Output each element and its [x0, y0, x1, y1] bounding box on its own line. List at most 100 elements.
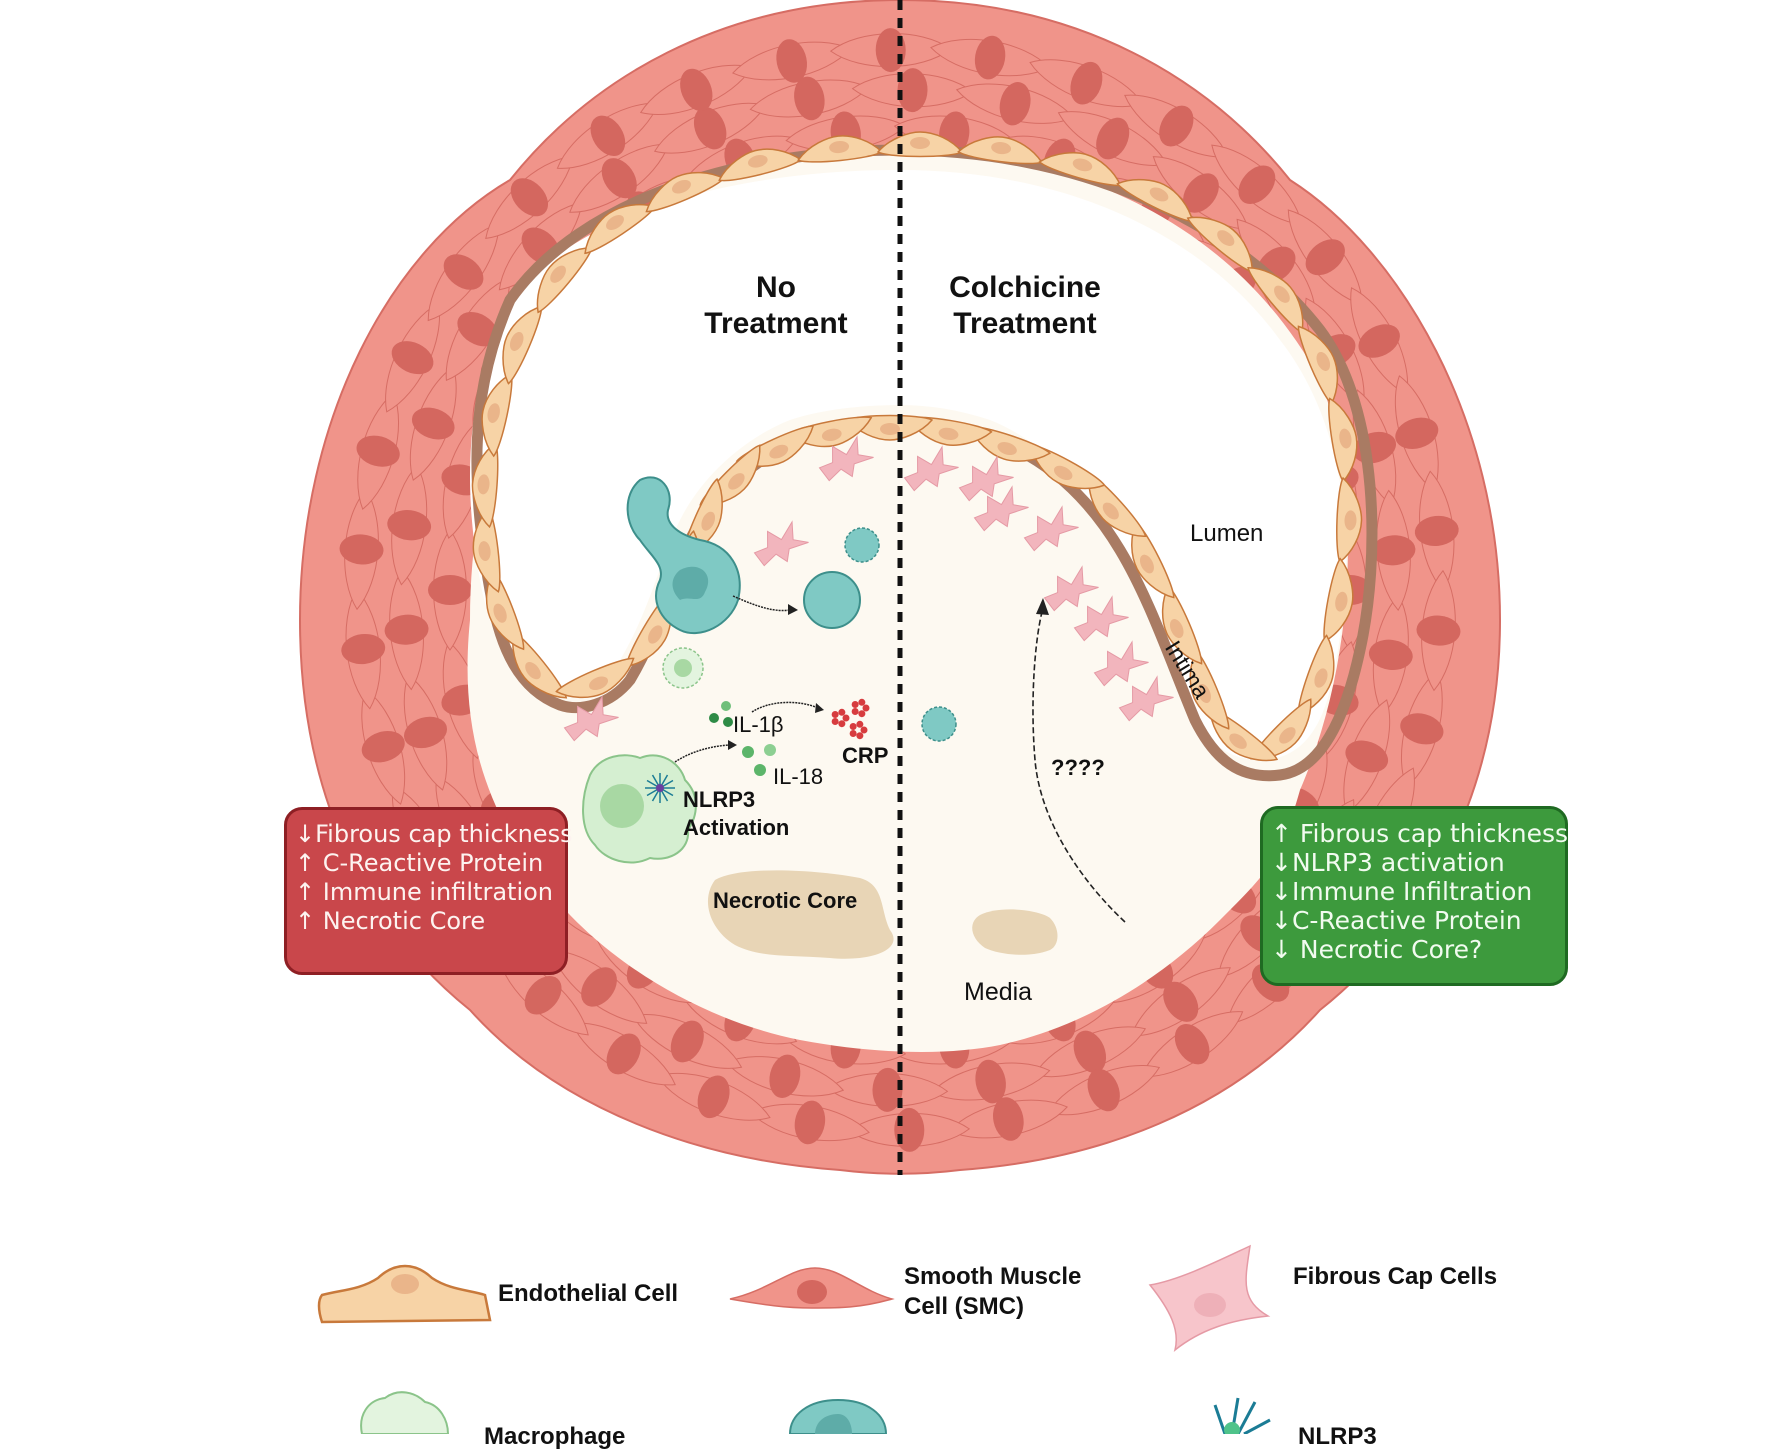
- monocyte-icon: [788, 1398, 888, 1435]
- smooth-muscle-cell: [384, 569, 429, 691]
- arrowhead: [1036, 598, 1049, 615]
- macrophage-icon: [360, 1391, 450, 1435]
- endothelial-cell: [1038, 152, 1122, 187]
- fibrous-cap-cell-icon: [1148, 1244, 1271, 1352]
- nlrp3-core: [656, 784, 664, 792]
- smooth-muscle-cell: [653, 102, 767, 154]
- fibrous-cap-cells: [563, 435, 1174, 742]
- endothelial-cell-icon: [317, 1264, 492, 1324]
- endothelial-cell: [957, 136, 1043, 165]
- endothelial-cell: [645, 171, 725, 213]
- legend-fibrous-cap-label: Fibrous Cap Cells: [1293, 1263, 1498, 1290]
- label-line: Cell (SMC): [904, 1293, 1024, 1320]
- smooth-muscle-cell: [1140, 1011, 1244, 1078]
- endothelial-cell: [471, 441, 499, 529]
- no-treatment-title: No Treatment: [686, 270, 866, 342]
- endothelial-layer: [471, 131, 1363, 762]
- smooth-muscle-cell: [356, 392, 400, 510]
- migration-arrowhead: [788, 604, 798, 615]
- endothelial-cell: [1328, 397, 1358, 483]
- endothelial-cell: [1088, 472, 1147, 537]
- smooth-muscle-cell: [556, 102, 660, 169]
- crp-pentamer: [831, 708, 850, 728]
- arrowhead: [815, 703, 824, 713]
- fibrous-cap-cell: [973, 485, 1029, 532]
- endothelial-cell: [1116, 178, 1194, 223]
- fibrous-cap-cell: [753, 520, 809, 567]
- smooth-muscle-cell: [639, 64, 753, 116]
- macrophage-nlrp3: [582, 754, 697, 864]
- il-1b-dots: [709, 701, 733, 727]
- smooth-muscle-cell: [341, 588, 386, 710]
- migration-arrow: [732, 595, 791, 612]
- monocyte-right: [921, 706, 957, 742]
- smooth-muscle-cell: [387, 464, 432, 586]
- monocyte-circulating: [803, 571, 861, 629]
- smooth-muscle-cell: [428, 529, 472, 651]
- nlrp3-inflammasome: [645, 773, 675, 803]
- smooth-muscle-cell: [948, 1097, 1068, 1141]
- endothelial-cell: [1336, 476, 1363, 564]
- fibrous-cap-cell: [818, 435, 874, 482]
- effect-item: ↑ Necrotic Core: [295, 907, 486, 935]
- endothelial-cell: [481, 372, 513, 458]
- fibrous-cap-cell: [1023, 505, 1079, 552]
- endothelial-cell: [1161, 585, 1203, 665]
- endothelial-cell: [1029, 444, 1106, 490]
- smooth-muscle-cell: [725, 1054, 845, 1098]
- effect-item: ↓Immune Infiltration: [1271, 877, 1533, 906]
- endothelial-cell: [1189, 650, 1230, 730]
- title-line: No: [756, 271, 796, 304]
- smooth-muscle-cell: [1414, 470, 1459, 592]
- lumen-label: Lumen: [1190, 520, 1264, 547]
- effect-item: ↓ Necrotic Core?: [1271, 935, 1483, 964]
- effect-item: ↑ Immune infiltration: [295, 878, 554, 906]
- fibrous-cap-cell: [1043, 565, 1099, 612]
- endothelial-cell: [1247, 266, 1304, 334]
- effect-item: ↓Fibrous cap thickness: [295, 820, 573, 848]
- cytokine-to-crp-arrow: [751, 701, 819, 713]
- smooth-muscle-cell: [427, 222, 500, 322]
- legend-smc-label: Smooth Muscle Cell (SMC): [904, 1262, 1081, 1322]
- fibrous-cap-cell: [1118, 675, 1174, 722]
- smooth-muscle-cell: [930, 35, 1051, 80]
- endothelial-cell: [1250, 698, 1312, 760]
- legend-macrophage-label: Macrophage: [484, 1423, 626, 1450]
- endothelial-cell: [1131, 521, 1175, 599]
- unknown-mechanism-arrow: [1032, 611, 1126, 923]
- legend-nlrp3-label: NLRP3: [1298, 1423, 1377, 1450]
- monocyte-small: [844, 527, 880, 563]
- fibrous-cap-cell: [903, 445, 959, 492]
- endothelial-cell: [512, 631, 568, 699]
- smooth-muscle-cell: [1124, 94, 1229, 158]
- smooth-muscle-cell: [930, 1059, 1051, 1104]
- smooth-muscle-cell: [1368, 594, 1413, 716]
- label-line: Activation: [683, 815, 790, 840]
- il-18-dots: [742, 744, 776, 776]
- smooth-muscle-cell: [569, 143, 670, 213]
- necrotic-core-label: Necrotic Core: [713, 888, 858, 913]
- title-line: Treatment: [953, 307, 1097, 340]
- smooth-muscle-cell: [550, 949, 648, 1024]
- smooth-muscle-cell: [339, 488, 384, 611]
- effect-item: ↓NLRP3 activation: [1271, 848, 1505, 877]
- il-1b-label: IL-1β: [733, 712, 784, 737]
- nlrp3-to-cytokine-arrow: [674, 744, 731, 763]
- smooth-muscle-cell: [1057, 111, 1168, 166]
- smooth-muscle-cell: [497, 955, 589, 1036]
- effect-item: ↑ Fibrous cap thickness: [1271, 819, 1569, 848]
- no-treatment-effects-box: ↓Fibrous cap thickness ↑ C-Reactive Prot…: [284, 807, 573, 975]
- smooth-muscle-cell: [409, 366, 457, 481]
- smooth-muscle-cell: [385, 302, 440, 413]
- effect-item: ↑ C-Reactive Protein: [295, 849, 544, 877]
- fibrous-cap-cell: [958, 455, 1014, 502]
- macrophage-small-nucleus: [674, 659, 692, 677]
- endothelial-cell: [718, 148, 802, 182]
- smooth-muscle-cell: [1371, 489, 1416, 611]
- smooth-muscle-cell: [485, 155, 574, 240]
- fibrous-cap-cell: [1093, 640, 1149, 687]
- smooth-muscle-cell: [749, 1100, 870, 1145]
- legend-endothelial-label: Endothelial Cell: [498, 1280, 679, 1307]
